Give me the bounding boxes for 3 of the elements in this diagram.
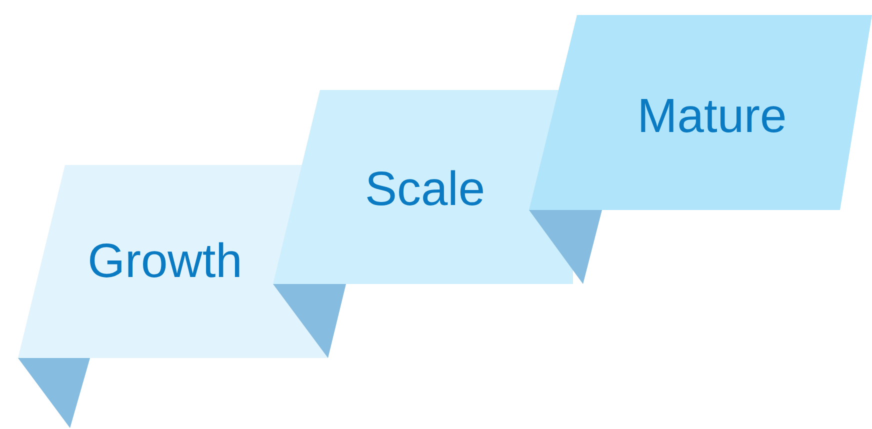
stage-label: Scale	[364, 166, 486, 214]
stage-label: Growth	[88, 238, 242, 286]
stage-label: Mature	[637, 93, 787, 141]
